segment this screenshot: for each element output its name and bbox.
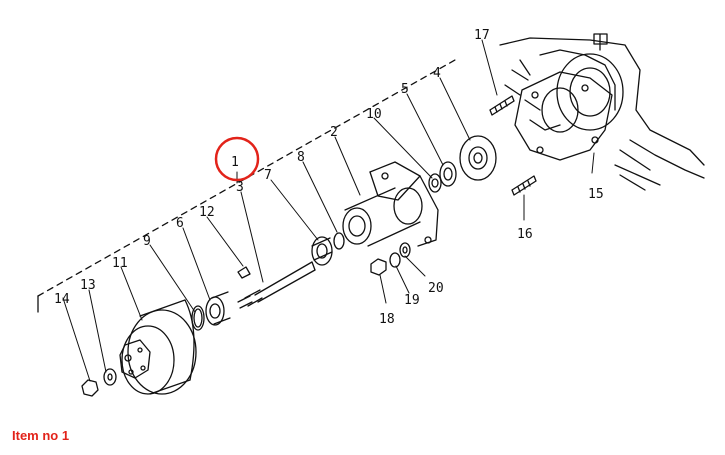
highlight-circle [214, 136, 260, 182]
callout-11: 11 [112, 256, 128, 271]
pulley-part [119, 299, 197, 395]
nut-washer-set [370, 242, 411, 276]
callout-7: 7 [264, 168, 272, 183]
callout-4: 4 [433, 66, 441, 81]
washer-nut-set [81, 368, 117, 397]
callout-18: 18 [379, 312, 395, 327]
pump-housing-part [342, 161, 439, 247]
stud-part-lower [511, 175, 537, 196]
callout-5: 5 [401, 82, 409, 97]
callout-1: 1 [231, 155, 239, 170]
bearing-part-front [205, 291, 231, 326]
callout-12: 12 [199, 205, 215, 220]
callout-13: 13 [80, 278, 96, 293]
callout-20: 20 [428, 281, 444, 296]
callout-8: 8 [297, 150, 305, 165]
callout-9: 9 [143, 234, 151, 249]
callout-17: 17 [474, 28, 490, 43]
stud-part [489, 95, 515, 116]
callout-2: 2 [330, 125, 338, 140]
bearing-part [311, 232, 345, 266]
leader-lines [62, 39, 595, 382]
callout-16: 16 [517, 227, 533, 242]
seal-part [428, 161, 457, 193]
callout-6: 6 [176, 216, 184, 231]
callout-14: 14 [54, 292, 70, 307]
callout-3: 3 [236, 180, 244, 195]
callout-19: 19 [404, 293, 420, 308]
callout-15: 15 [588, 187, 604, 202]
mounting-plate-part [459, 135, 497, 181]
assembly-axis-dashed-line [37, 59, 456, 297]
callout-10: 10 [366, 107, 382, 122]
shaft-part [237, 261, 316, 309]
gasket-part [514, 71, 613, 161]
engine-block [499, 33, 705, 191]
selected-item-caption: Item no 1 [12, 428, 70, 443]
key-part [237, 266, 251, 279]
